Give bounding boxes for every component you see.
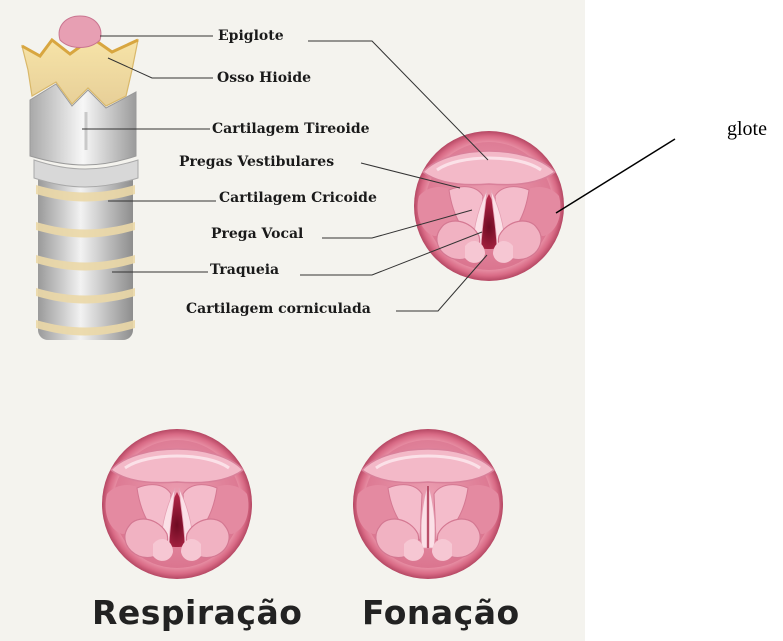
respiration-view bbox=[102, 429, 252, 579]
caption-fonacao: Fonação bbox=[362, 594, 520, 632]
label-prega-vocal: Prega Vocal bbox=[211, 226, 303, 242]
leader-glote bbox=[556, 139, 675, 213]
label-cartilagem-corniculada: Cartilagem corniculada bbox=[186, 301, 371, 317]
label-pregas-vestibulares: Pregas Vestibulares bbox=[179, 154, 334, 170]
caption-respiracao: Respiração bbox=[92, 594, 302, 632]
larynx-illustration bbox=[22, 16, 138, 340]
label-osso-hioide: Osso Hioide bbox=[217, 70, 311, 86]
label-epiglote: Epiglote bbox=[218, 28, 284, 44]
glottis-detail-view bbox=[414, 131, 564, 281]
label-glote: glote bbox=[727, 118, 767, 140]
label-cartilagem-cricoide: Cartilagem Cricoide bbox=[219, 190, 377, 206]
label-traqueia: Traqueia bbox=[210, 262, 279, 278]
label-cartilagem-tireoide: Cartilagem Tireoide bbox=[212, 121, 370, 137]
phonation-view bbox=[353, 429, 503, 579]
